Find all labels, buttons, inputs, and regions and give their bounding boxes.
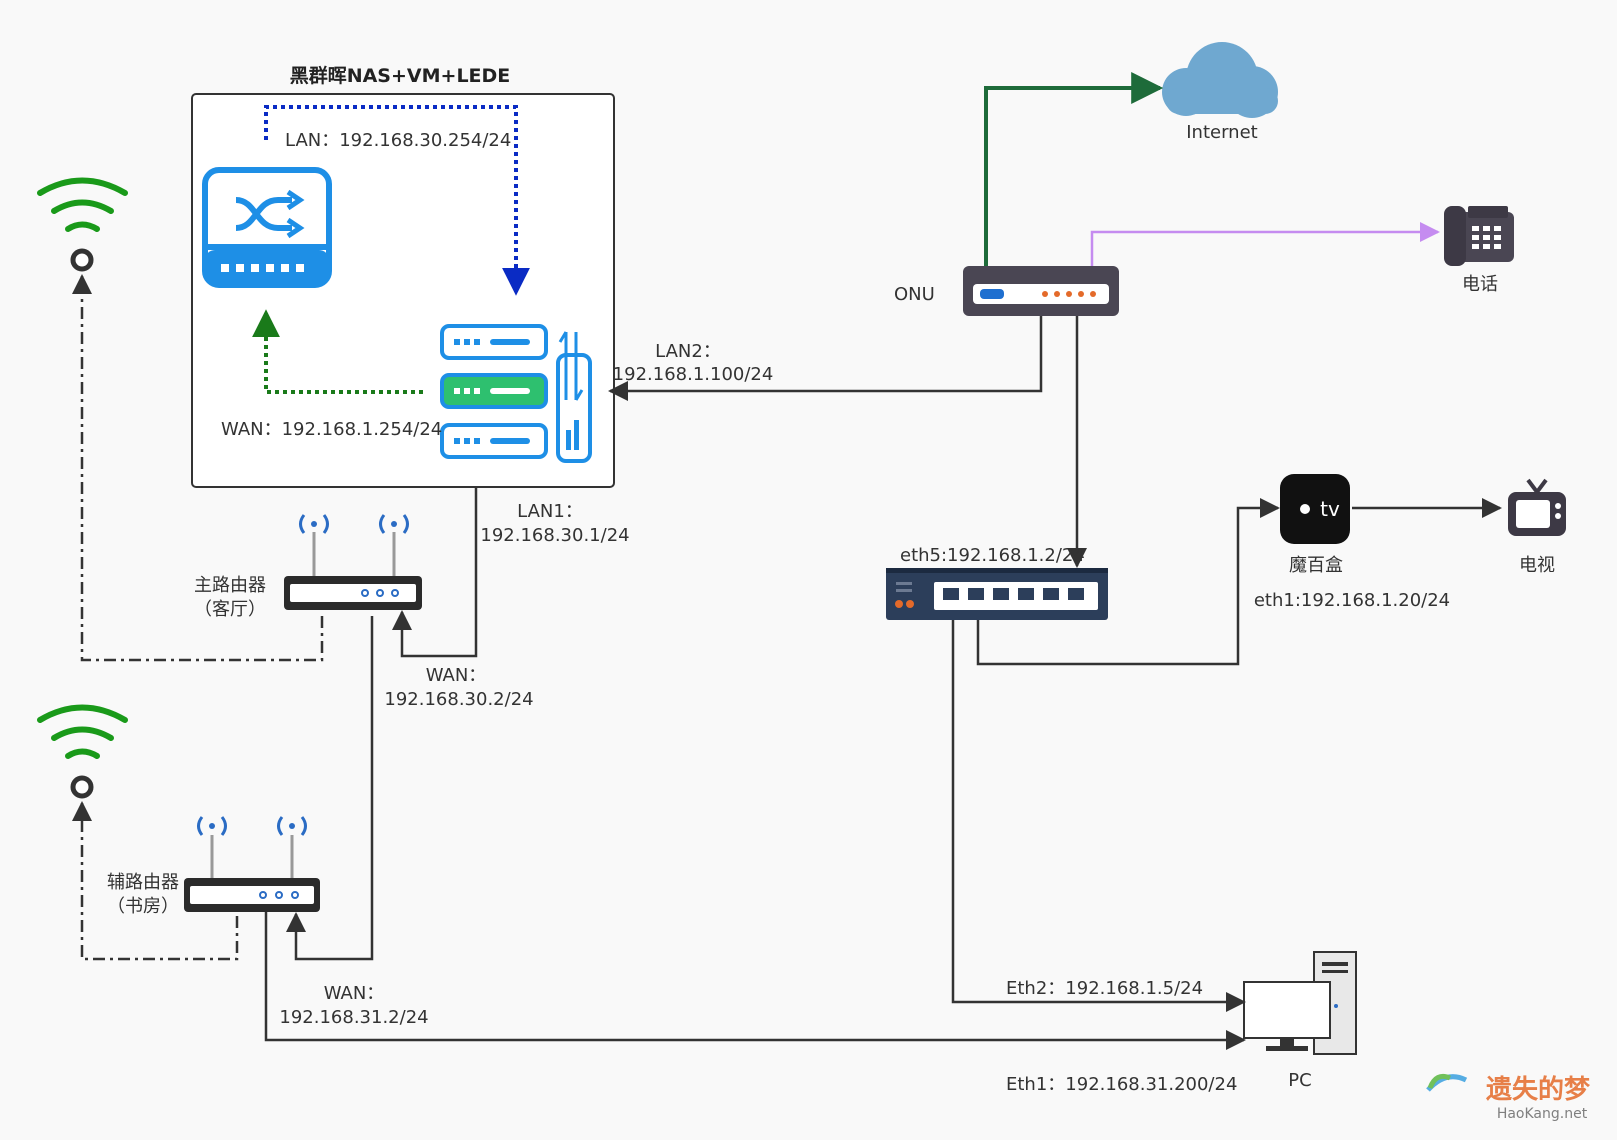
appletv-badge: tv	[1320, 497, 1340, 521]
aux-router-icon	[184, 816, 320, 912]
lan2-label-line2: 192.168.1.100/24	[613, 364, 774, 385]
main-router-wan-line1: WAN：	[426, 665, 487, 686]
virtual-switch-icon	[202, 167, 332, 288]
lan1-label-line1: LAN1：	[517, 501, 583, 522]
switch-pc-link	[951, 620, 1246, 1012]
watermark-sub: HaoKang.net	[1497, 1106, 1588, 1122]
internet-link	[984, 72, 1164, 266]
main-router-wifi-link	[72, 274, 324, 662]
nas-group: 黑群晖NAS+VM+LEDE	[191, 64, 615, 488]
main-router-icon	[284, 514, 422, 610]
switch-icon	[886, 568, 1108, 620]
pc-eth2-label: Eth2：192.168.1.5/24	[1006, 978, 1203, 999]
switch-appletv-link	[976, 498, 1280, 666]
nas-lan-label: LAN：192.168.30.254/24	[285, 130, 511, 151]
main-router-label-line1: 主路由器	[194, 575, 266, 596]
aux-router-pc-link	[264, 912, 1246, 1050]
appletv-label: 魔百盒	[1289, 555, 1343, 576]
aux-router-wifi-link	[72, 801, 239, 961]
aux-router-label-line1: 辅路由器	[107, 872, 179, 893]
tv-label: 电视	[1519, 555, 1555, 576]
aux-router-wan-line1: WAN：	[324, 983, 385, 1004]
pc-label: PC	[1288, 1070, 1311, 1091]
main-router-label-line2: （客厅）	[194, 599, 266, 620]
tv-icon	[1508, 478, 1566, 536]
watermark-logo: 遗失的梦 HaoKang.net	[1426, 1073, 1591, 1122]
main-router-wan-line2: 192.168.30.2/24	[384, 689, 533, 710]
phone-link	[1090, 222, 1440, 266]
wan-dotted-link	[252, 309, 423, 394]
lan1-label-line2: 192.168.30.1/24	[480, 525, 629, 546]
phone-label: 电话	[1462, 274, 1498, 295]
lan2-label-line1: LAN2：	[655, 341, 721, 362]
switch-label: eth5:192.168.1.2/24	[900, 545, 1085, 566]
internet-label: Internet	[1186, 122, 1257, 143]
nas-title: 黑群晖NAS+VM+LEDE	[290, 64, 511, 87]
onu-label: ONU	[894, 284, 935, 305]
lan2-link	[608, 316, 1043, 401]
server-icon	[440, 324, 592, 463]
cloud-icon	[1162, 42, 1278, 118]
nas-wan-label: WAN：192.168.1.254/24	[221, 419, 442, 440]
aux-router-wan-link	[286, 616, 374, 961]
onu-icon	[963, 266, 1119, 316]
aux-router-label-line2: （书房）	[107, 896, 179, 917]
aux-router-wan-line2: 192.168.31.2/24	[279, 1007, 428, 1028]
watermark-text: 遗失的梦	[1486, 1074, 1591, 1105]
wifi-icon-bottom	[37, 704, 128, 799]
appletv-icon: tv	[1280, 474, 1350, 544]
lan1-link	[392, 487, 478, 658]
pc-icon	[1243, 951, 1357, 1055]
appletv-ip: eth1:192.168.1.20/24	[1254, 590, 1450, 611]
wifi-icon-top	[37, 177, 128, 272]
phone-icon	[1444, 206, 1514, 266]
pc-eth1-label: Eth1：192.168.31.200/24	[1006, 1074, 1237, 1095]
lan-dotted-link	[264, 105, 530, 296]
